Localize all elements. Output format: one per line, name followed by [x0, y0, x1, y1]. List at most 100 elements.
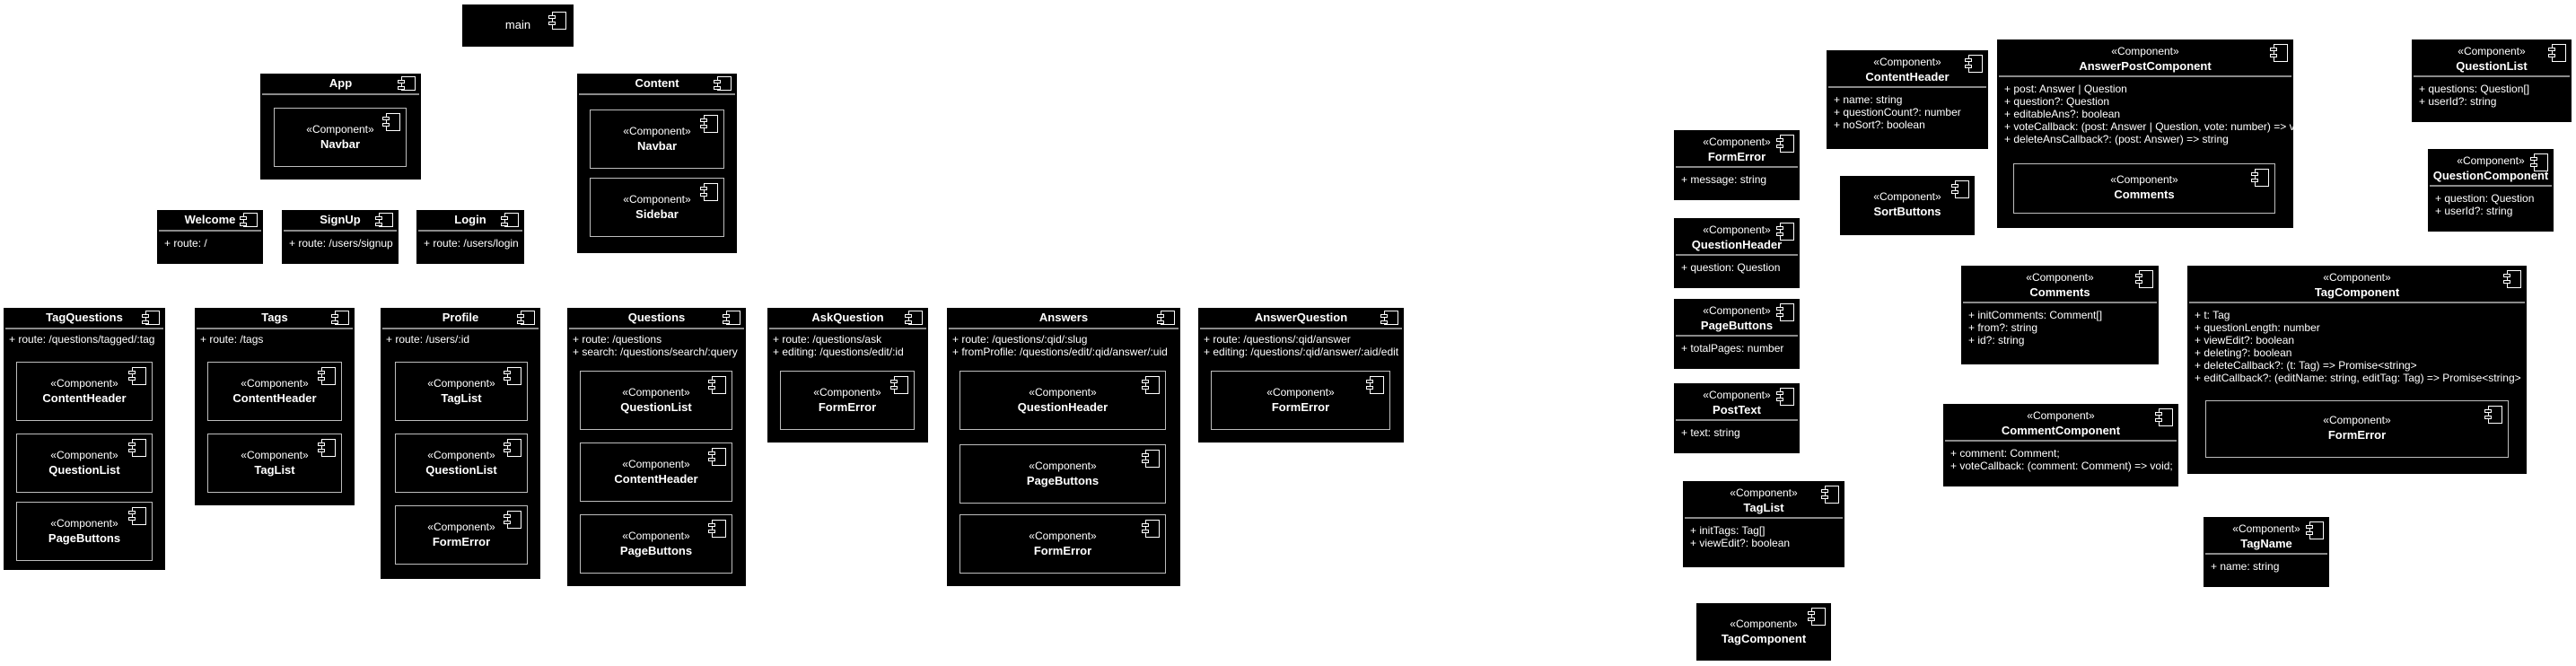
stereotype: «Component»	[1703, 389, 1771, 401]
stereotype: «Component»	[2026, 271, 2094, 284]
attr-line: + userId?: string	[2435, 205, 2513, 217]
profile-component: Profile + route: /users/:id «Component» …	[381, 308, 540, 579]
signup-title: SignUp	[320, 213, 361, 226]
component-icon	[2135, 270, 2153, 288]
tags-title: Tags	[261, 311, 288, 324]
component-icon	[128, 367, 146, 385]
component-name: PostText	[1713, 403, 1761, 416]
stereotype: «Component»	[2323, 271, 2391, 284]
attr-line: + route: /users/login	[424, 237, 519, 250]
inner-formerror: «Component» FormError	[395, 505, 528, 565]
attr-line: + search: /questions/search/:query	[573, 346, 738, 358]
answerquestion-title: AnswerQuestion	[1254, 311, 1348, 324]
component-icon	[548, 12, 566, 30]
stereotype: «Component»	[50, 517, 118, 530]
inner-taglist: «Component» TagList	[207, 434, 342, 493]
component-icon	[504, 439, 521, 457]
inner-questionlist: «Component» QuestionList	[395, 434, 528, 493]
attr-line: + editableAns?: boolean	[2004, 108, 2121, 120]
stereotype: «Component»	[1703, 136, 1771, 148]
stereotype: «Component»	[1266, 386, 1335, 399]
component-icon	[2251, 169, 2269, 187]
component-icon	[2155, 408, 2173, 426]
stereotype: «Component»	[50, 377, 118, 390]
stereotype: «Component»	[1873, 56, 1941, 68]
main-label: main	[504, 18, 531, 31]
askquestion-title: AskQuestion	[811, 311, 884, 324]
inner-formerror: «Component» FormError	[780, 371, 915, 430]
component-icon	[375, 213, 393, 227]
attr-line: + from?: string	[1968, 321, 2038, 334]
component-icon	[318, 439, 336, 457]
inner-name: FormError	[2327, 428, 2387, 442]
inner-formerror: «Component» FormError	[1211, 371, 1390, 430]
inner-name: QuestionList	[620, 400, 692, 414]
inner-formerror: «Component» FormError	[2205, 400, 2509, 458]
formerror-component: «Component» FormError + message: string	[1674, 130, 1800, 200]
sortbuttons-component: «Component» SortButtons	[1840, 176, 1975, 235]
attr-line: + route: /tags	[200, 333, 264, 346]
app-component: App «Component» Navbar	[260, 74, 421, 180]
component-icon	[1366, 376, 1384, 394]
questions-title: Questions	[627, 311, 686, 324]
attr-line: + id?: string	[1968, 334, 2025, 346]
component-icon	[1965, 55, 1983, 73]
tags-component: Tags + route: /tags «Component» ContentH…	[195, 308, 355, 505]
component-icon	[517, 311, 535, 325]
attr-line: + deleteAnsCallback?: (post: Answer) => …	[2004, 133, 2229, 145]
signup-component: SignUp + route: /users/signup	[282, 210, 399, 264]
component-icon	[1157, 311, 1175, 325]
tagcomponent-small: «Component» TagComponent	[1696, 603, 1831, 661]
inner-name: Navbar	[320, 137, 361, 151]
attr-line: + name: string	[1834, 93, 1903, 106]
component-icon	[1776, 223, 1794, 241]
questionheader-component: «Component» QuestionHeader + question: Q…	[1674, 218, 1800, 288]
welcome-component: Welcome + route: /	[157, 210, 263, 264]
stereotype: «Component»	[2457, 154, 2525, 167]
attr-line: + route: /questions/tagged/:tag	[9, 333, 155, 346]
component-name: TagComponent	[1721, 632, 1807, 645]
stereotype: «Component»	[622, 386, 690, 399]
component-icon	[2548, 44, 2566, 62]
component-name: SortButtons	[1873, 205, 1941, 218]
component-icon	[1951, 180, 1969, 198]
stereotype: «Component»	[427, 377, 495, 390]
component-icon	[382, 113, 400, 131]
component-name: QuestionHeader	[1691, 238, 1783, 251]
stereotype: «Component»	[2458, 45, 2526, 57]
questionlist-component: «Component» QuestionList + questions: Qu…	[2412, 39, 2572, 122]
component-icon	[2503, 270, 2521, 288]
attr-line: + editCallback?: (editName: string, edit…	[2195, 372, 2521, 384]
inner-name: TagList	[441, 391, 482, 405]
inner-name: PageButtons	[619, 544, 693, 557]
content-title: Content	[635, 76, 679, 90]
inner-contentheader: «Component» ContentHeader	[580, 443, 732, 502]
inner-name: QuestionHeader	[1017, 400, 1108, 414]
inner-name: ContentHeader	[614, 472, 698, 486]
inner-name: QuestionList	[48, 463, 120, 477]
attr-line: + route: /users/signup	[289, 237, 393, 250]
stereotype: «Component»	[2323, 414, 2391, 426]
inner-questionlist: «Component» QuestionList	[16, 434, 153, 493]
component-icon	[128, 507, 146, 525]
component-icon	[1821, 486, 1839, 504]
attr-line: + route: /questions	[573, 333, 662, 346]
component-icon	[504, 367, 521, 385]
stereotype: «Component»	[813, 386, 881, 399]
component-icon	[1808, 608, 1826, 626]
inner-comments: «Component» Comments	[2013, 163, 2275, 214]
component-icon	[398, 76, 416, 91]
component-icon	[890, 376, 908, 394]
attr-line: + userId?: string	[2419, 95, 2497, 108]
component-name: PageButtons	[1700, 319, 1774, 332]
questioncomponent: «Component» QuestionComponent + question…	[2428, 149, 2554, 232]
attr-line: + initComments: Comment[]	[1968, 309, 2103, 321]
attr-line: + route: /questions/:qid/:slug	[952, 333, 1088, 346]
stereotype: «Component»	[427, 521, 495, 533]
component-name: AnswerPostComponent	[2079, 59, 2212, 73]
inner-name: FormError	[1271, 400, 1330, 414]
component-icon	[331, 311, 349, 325]
answerquestion-component: AnswerQuestion + route: /questions/:qid/…	[1198, 308, 1404, 443]
inner-name: FormError	[818, 400, 877, 414]
answerpostcomponent: «Component» AnswerPostComponent + post: …	[1997, 39, 2309, 228]
